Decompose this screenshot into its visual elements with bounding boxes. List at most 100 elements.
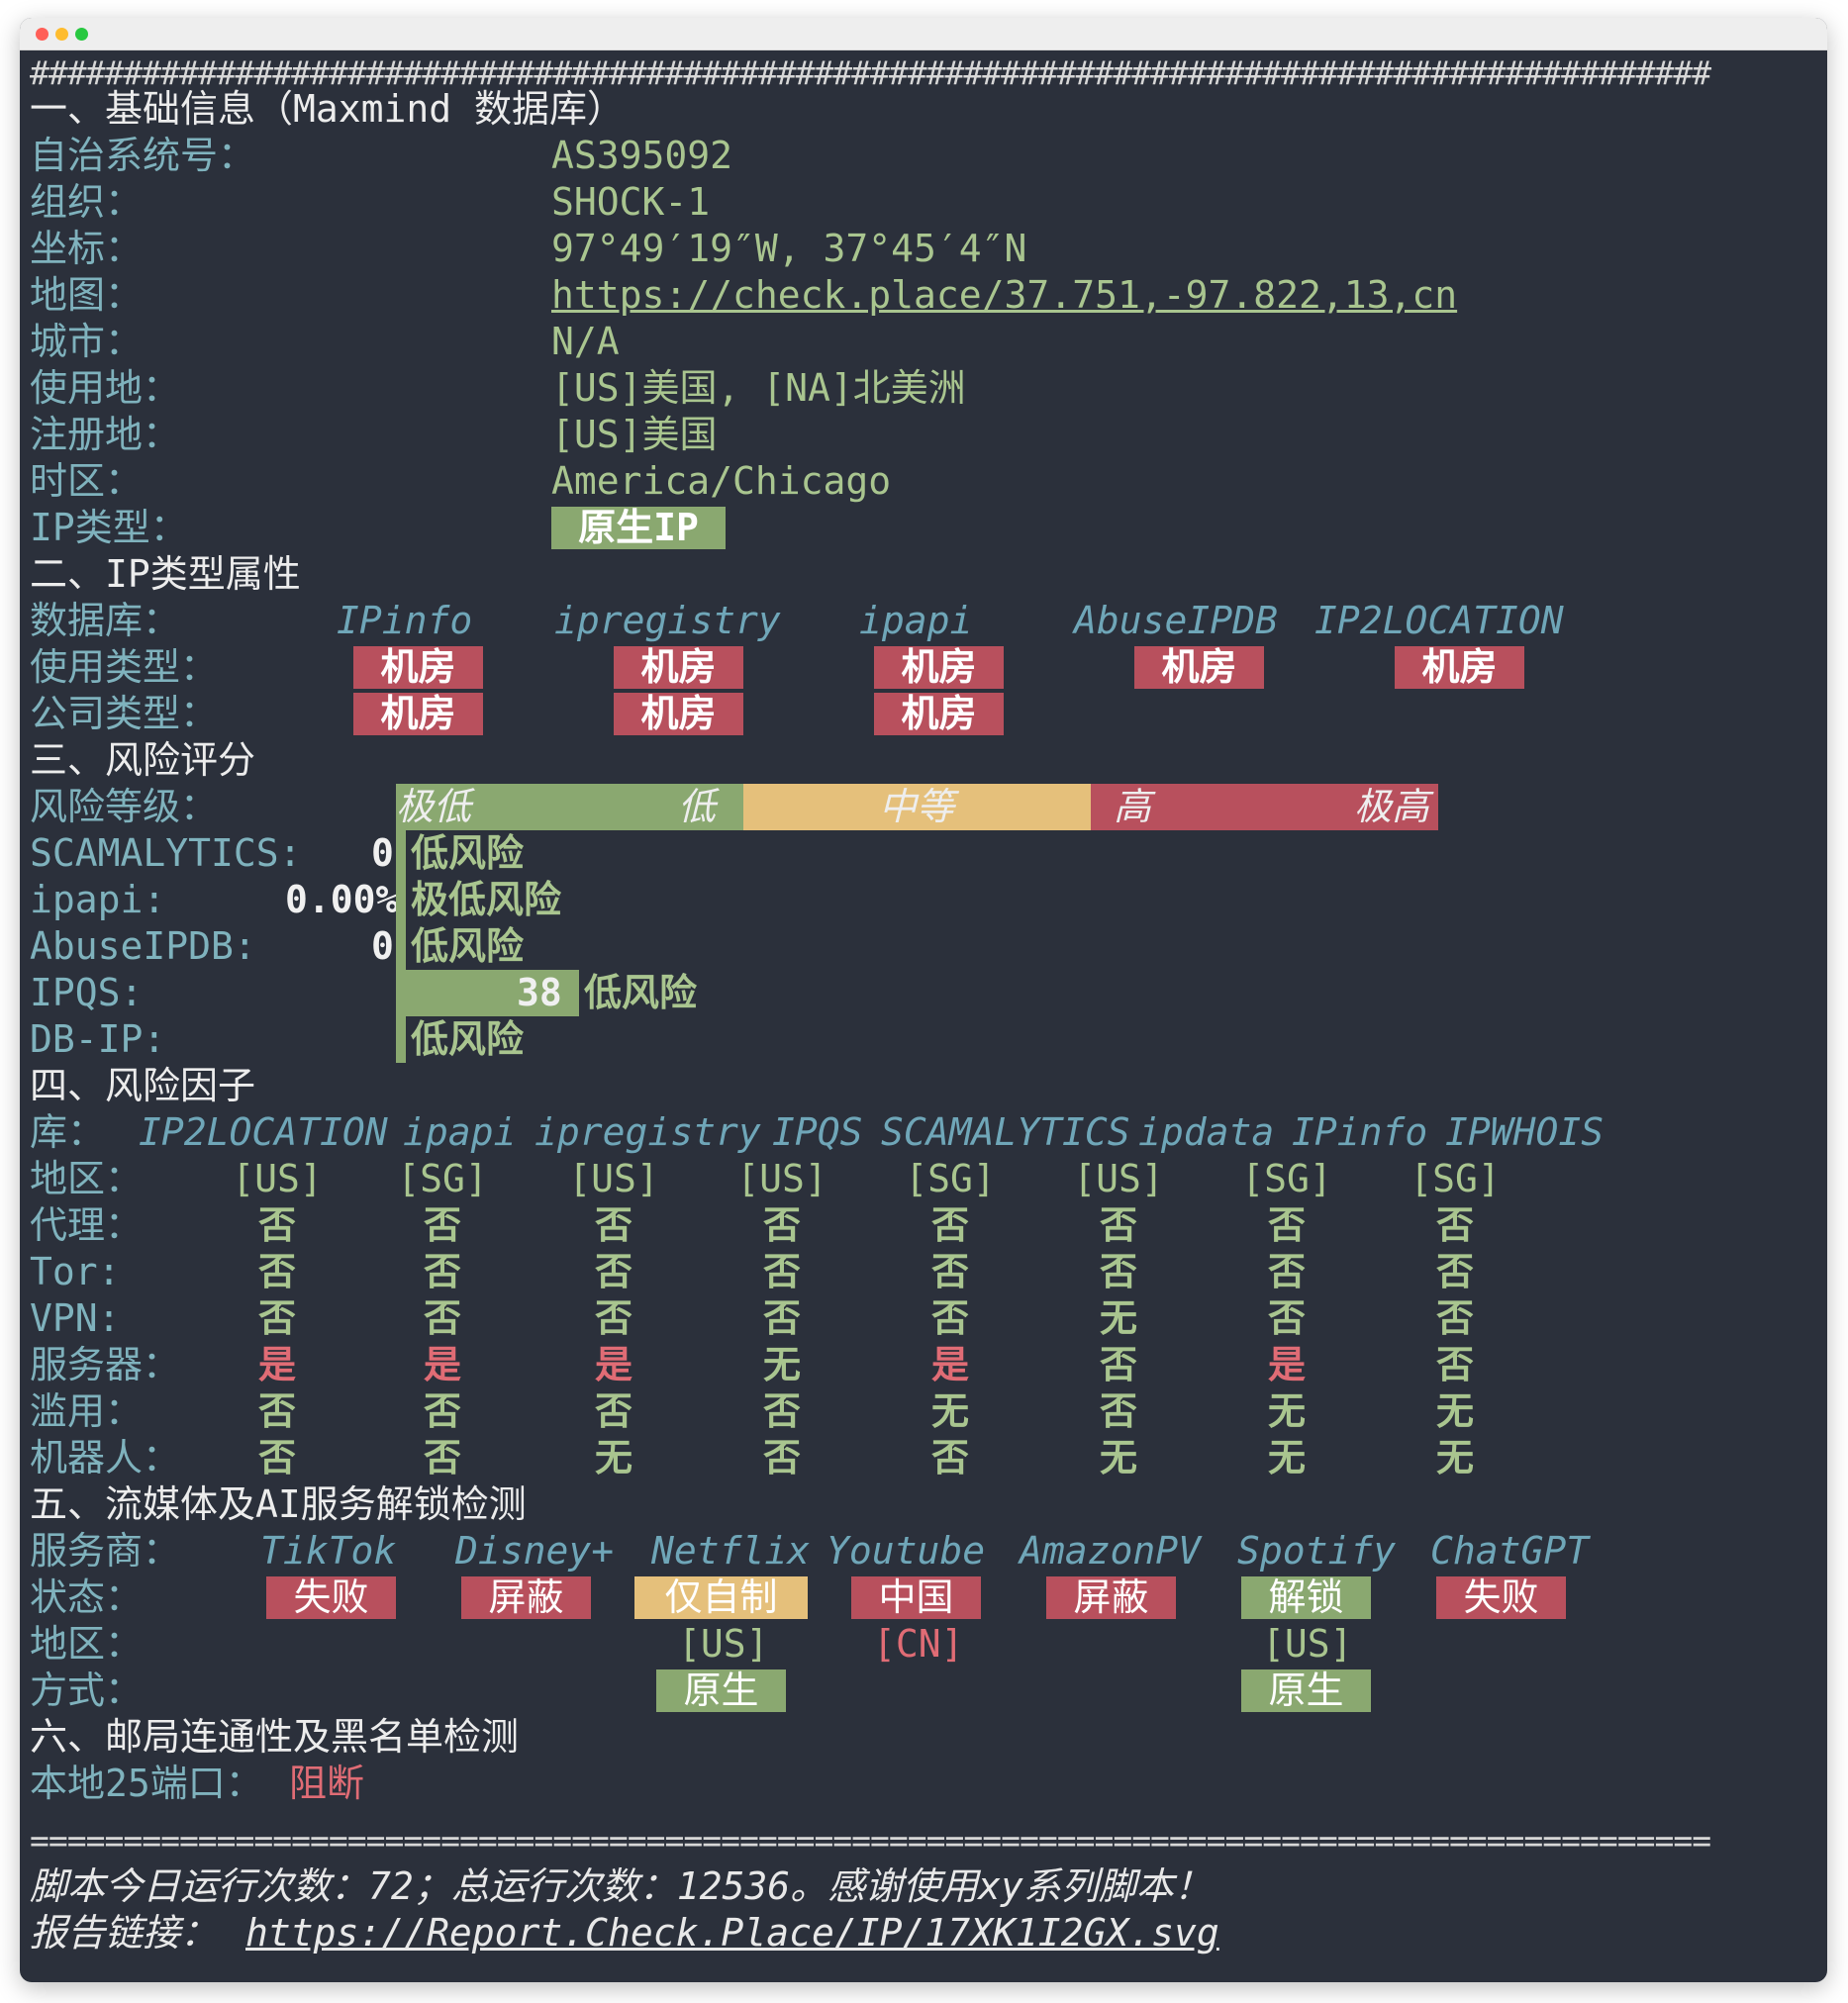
risk-factor-cell: 否 (762, 1250, 801, 1293)
ipapi-bar (396, 877, 406, 923)
risk-level-label: 风险等级： (30, 785, 219, 828)
abuseipdb-label: AbuseIPDB: (30, 924, 256, 968)
provider-netflix: Netflix (651, 1529, 811, 1573)
lib-row: 库： IP2LOCATION ipapi ipregistry IPQS SCA… (30, 1109, 1811, 1156)
risk-factor-cell: [US] (232, 1157, 323, 1200)
status-chatgpt: 失败 (1436, 1576, 1566, 1619)
ipqs-label: IPQS: (30, 971, 144, 1014)
risk-factor-cell: 无 (1099, 1436, 1137, 1479)
dbip-bar (396, 1016, 406, 1063)
risk-scale-medium-segment (743, 784, 1091, 830)
abuseipdb-risk: 低风险 (411, 924, 525, 968)
timezone-row: 时区： America/Chicago (30, 458, 1811, 505)
risk-factor-row: Tor: 否 否 否 否 否 否 否 否 (30, 1249, 1811, 1295)
minimize-window-button[interactable] (55, 28, 68, 41)
risk-scale-very-low: 极低 (396, 785, 472, 828)
registration-value: [US]美国 (551, 413, 718, 456)
risk-factor-cell: 否 (1099, 1343, 1137, 1386)
port25-value: 阻断 (289, 1762, 365, 1805)
method-label: 方式： (30, 1669, 144, 1712)
section6-title: 六、邮局连通性及黑名单检测 (30, 1715, 520, 1759)
risk-factor-cell: 否 (423, 1250, 461, 1293)
report-link[interactable]: https://Report.Check.Place/IP/17XK1I2GX.… (245, 1911, 1219, 1955)
risk-scale-medium: 中等 (879, 785, 955, 828)
risk-factor-label: Tor: (30, 1250, 121, 1293)
usage-badge-ipregistry: 机房 (614, 646, 743, 689)
org-label: 组织： (30, 180, 144, 224)
provider-spotify: Spotify (1237, 1529, 1397, 1573)
risk-factor-cell: 否 (1435, 1250, 1474, 1293)
title-bar (20, 18, 1827, 50)
risk-factor-cell: 否 (1099, 1250, 1137, 1293)
score-row-dbip: DB-IP: 低风险 (30, 1016, 1811, 1063)
maximize-window-button[interactable] (75, 28, 88, 41)
risk-factor-row: 滥用：否否否否无否无无 (30, 1388, 1811, 1435)
risk-factor-cell: 否 (930, 1250, 969, 1293)
database-row: 数据库： IPinfo ipregistry ipapi AbuseIPDB I… (30, 598, 1811, 644)
risk-factor-cell: 否 (930, 1203, 969, 1247)
coord-label: 坐标： (30, 227, 144, 270)
risk-factor-cell: 否 (423, 1296, 461, 1340)
ipqs-risk: 低风险 (584, 971, 698, 1014)
risk-factor-cell: 无 (762, 1343, 801, 1386)
report-label: 报告链接： (30, 1911, 219, 1955)
risk-level-row: 风险等级： 极低 低 中等 高 极高 (30, 784, 1811, 830)
company-type-row: 公司类型： 机房 机房 机房 (30, 691, 1811, 737)
risk-factor-cell: [US] (568, 1157, 659, 1200)
risk-factor-cell: 无 (1267, 1389, 1306, 1433)
section1-title: 一、基础信息（Maxmind 数据库） (30, 87, 626, 131)
ip-type-badge: 原生IP (551, 507, 726, 549)
risk-factor-cell: 否 (762, 1389, 801, 1433)
risk-scale-high-segment (1091, 784, 1438, 830)
risk-factor-cell: 否 (762, 1436, 801, 1479)
asn-row: 自治系统号： AS395092 (30, 133, 1811, 179)
ipapi-label: ipapi: (30, 878, 166, 921)
timezone-label: 时区： (30, 459, 144, 503)
scamalytics-score: 0 (371, 831, 394, 875)
status-disney: 屏蔽 (461, 1576, 591, 1619)
risk-factor-cell: 无 (1099, 1296, 1137, 1340)
risk-factor-label: 机器人： (30, 1436, 181, 1479)
footer-report-row: 报告链接： https://Report.Check.Place/IP/17XK… (30, 1910, 1811, 1956)
abuseipdb-score: 0 (371, 924, 394, 968)
map-label: 地图： (30, 273, 144, 317)
risk-factor-cell: 否 (257, 1296, 296, 1340)
risk-factor-cell: 否 (1099, 1389, 1137, 1433)
risk-factor-label: VPN: (30, 1296, 121, 1340)
risk-factor-cell: 否 (594, 1250, 632, 1293)
risk-factor-cell: 无 (594, 1436, 632, 1479)
risk-factor-cell: 是 (594, 1343, 632, 1386)
status-label: 状态： (30, 1575, 144, 1619)
status-spotify: 解锁 (1241, 1576, 1371, 1619)
db-abuseipdb: AbuseIPDB (1074, 599, 1278, 642)
risk-factor-cell: 否 (257, 1389, 296, 1433)
db-ipregistry: ipregistry (554, 599, 781, 642)
risk-factor-cell: 否 (1267, 1250, 1306, 1293)
stream-region-label: 地区： (30, 1622, 144, 1666)
db-ipapi: ipapi (859, 599, 973, 642)
section3-title: 三、风险评分 (30, 738, 256, 782)
close-window-button[interactable] (36, 28, 49, 41)
separator-bottom: ========================================… (30, 1821, 1711, 1860)
region-youtube: [CN] (873, 1622, 964, 1666)
scamalytics-label: SCAMALYTICS: (30, 831, 302, 875)
usage-location-row: 使用地： [US]美国, [NA]北美洲 (30, 365, 1811, 412)
separator-top: ########################################… (30, 53, 1711, 92)
risk-factor-cell: 否 (257, 1250, 296, 1293)
risk-factor-cell: 否 (930, 1436, 969, 1479)
method-netflix: 原生 (656, 1669, 786, 1712)
lib-ipinfo: IPinfo (1292, 1110, 1428, 1154)
status-youtube: 中国 (851, 1576, 981, 1619)
dbip-risk: 低风险 (411, 1017, 525, 1061)
risk-factor-cell: 是 (1267, 1343, 1306, 1386)
provider-youtube: Youtube (827, 1529, 986, 1573)
coord-value: 97°49′19″W, 37°45′4″N (551, 227, 1027, 270)
section4-title: 四、风险因子 (30, 1064, 256, 1107)
ip-type-row: IP类型： 原生IP (30, 505, 1811, 551)
risk-factor-cell: 否 (594, 1203, 632, 1247)
usage-type-label: 使用类型： (30, 645, 219, 689)
risk-factor-cell: 是 (930, 1343, 969, 1386)
risk-factor-cell: 否 (1267, 1296, 1306, 1340)
map-link[interactable]: https://check.place/37.751,-97.822,13,cn (551, 273, 1458, 317)
city-row: 城市： N/A (30, 319, 1811, 365)
